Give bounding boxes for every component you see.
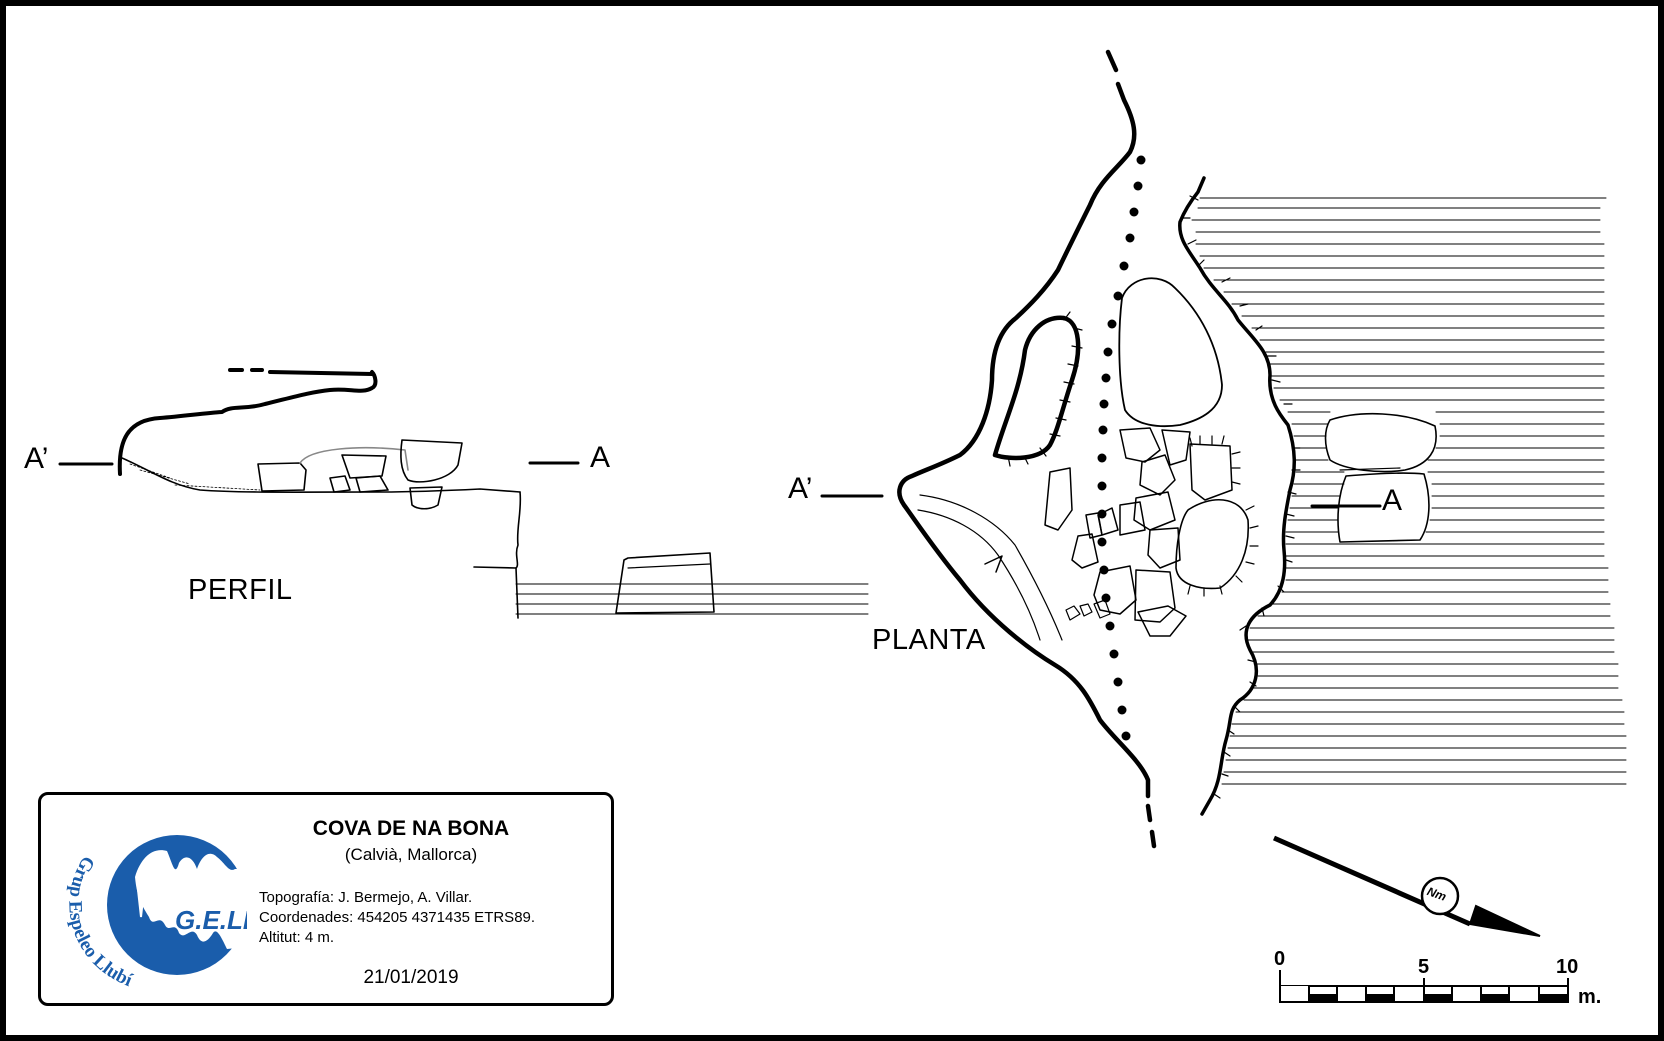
scale-tick-10: 10 (1556, 956, 1579, 978)
north-arrow-icon (1272, 835, 1541, 937)
altitude: Altitut: 4 m. (259, 929, 335, 946)
gell-logo: G.E.LL. Grup Espeleo Llubí (64, 835, 247, 991)
topography-credit: Topografía: J. Bermejo, A. Villar. (259, 889, 473, 906)
profile-section (58, 368, 869, 619)
scale-tick-5: 5 (1418, 956, 1430, 978)
scale-tick-0: 0 (1274, 948, 1286, 970)
section-label-a-prime-profile: A’ (24, 442, 49, 475)
plan-view (820, 49, 1627, 849)
dotted-line (1097, 155, 1146, 741)
cave-location: (Calvià, Mallorca) (344, 845, 478, 864)
section-label-a-profile: A (590, 441, 611, 474)
coordinates: Coordenades: 454205 4371435 ETRS89. (259, 909, 536, 926)
scale-bar (1279, 970, 1569, 1003)
title-block: G.E.LL. Grup Espeleo Llubí COVA DE NA BO… (38, 792, 614, 1006)
lake-hatching (1191, 197, 1627, 785)
plan-label: PLANTA (872, 624, 986, 656)
profile-label: PERFIL (188, 574, 293, 606)
scale-unit: m. (1578, 986, 1602, 1008)
section-label-a-prime-plan: A’ (788, 472, 813, 505)
section-label-a-plan: A (1382, 484, 1403, 517)
logo-initials: G.E.LL. (175, 905, 247, 935)
survey-date: 21/01/2019 (363, 967, 459, 988)
cave-title: COVA DE NA BONA (312, 817, 510, 840)
